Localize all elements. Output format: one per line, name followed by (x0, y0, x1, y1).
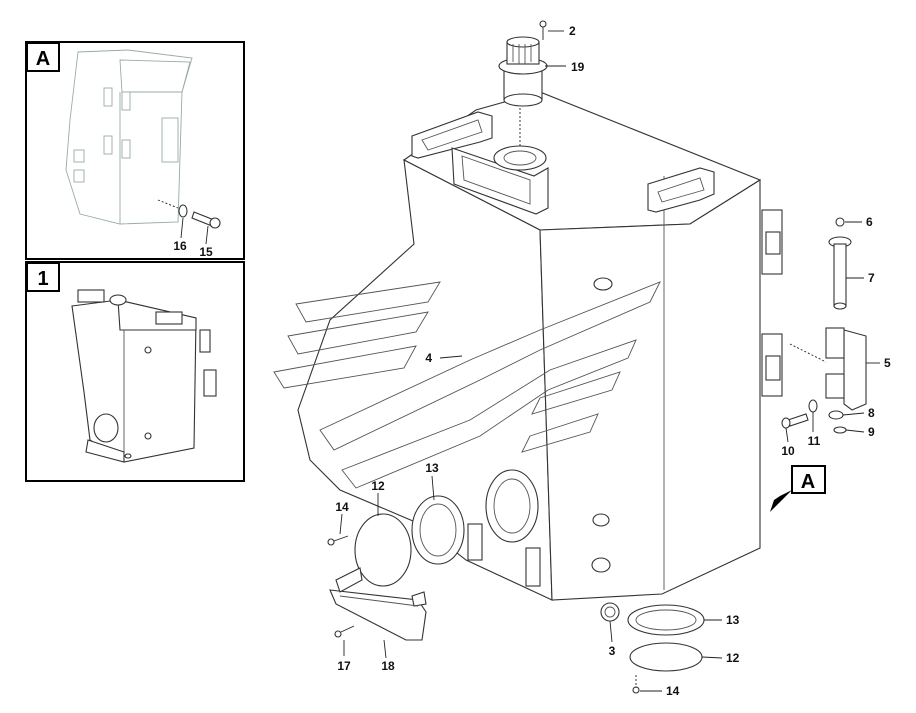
section-arrow-a: A (770, 465, 826, 512)
hinge-washer (828, 410, 844, 420)
hinge-bracket (789, 327, 867, 411)
tank-port-top (593, 277, 613, 291)
screw-bottom (632, 675, 640, 694)
callout-15: 15 (199, 245, 213, 259)
decal-stripes (273, 281, 661, 489)
leader-16 (180, 217, 184, 239)
callout-14-front: 14 (335, 500, 349, 514)
cover-plate-bottom (629, 642, 703, 672)
callouts: 2 19 6 7 5 8 9 10 11 4 13 12 14 17 18 3 … (335, 24, 891, 698)
tank-port-mid (592, 513, 610, 527)
tank-handle-right (647, 167, 715, 213)
detail-view-1-tag-box (26, 262, 60, 292)
step-guard (329, 567, 427, 641)
hinge-pin (828, 236, 852, 310)
detail-a-tank-ghost (65, 49, 193, 225)
filler-flange (493, 145, 547, 171)
callout-10: 10 (781, 444, 795, 458)
callout-7: 7 (868, 271, 875, 285)
section-arrow-tag: A (801, 471, 815, 493)
gasket-bottom (627, 604, 705, 636)
callout-3: 3 (609, 644, 616, 658)
drain-plug (600, 602, 620, 622)
detail-view-1-tag: 1 (37, 268, 48, 290)
tank-side-face (539, 179, 761, 601)
detail-view-a-tag-box (26, 42, 60, 72)
gasket-front (411, 495, 465, 565)
detail-view-a-tag: A (36, 48, 50, 70)
detail-a-bolt (191, 211, 221, 229)
callout-5: 5 (884, 356, 891, 370)
filler-breather (498, 36, 548, 107)
hydraulic-tank (273, 91, 783, 601)
callout-4: 4 (425, 351, 432, 365)
detail-view-1: 1 (25, 261, 245, 482)
callout-16: 16 (173, 239, 187, 253)
callout-6: 6 (866, 215, 873, 229)
callout-13-front: 13 (425, 461, 439, 475)
callout-12-bottom: 12 (726, 651, 740, 665)
section-arrow-pointer (770, 490, 792, 512)
detail-a-washer (157, 199, 188, 218)
callout-19: 19 (571, 60, 585, 74)
callout-18: 18 (381, 659, 395, 673)
tank-port-drain (591, 557, 611, 573)
screw-front (327, 535, 349, 546)
callout-8: 8 (868, 406, 875, 420)
hinge-bolt (781, 413, 809, 429)
cover-plate-front (354, 513, 412, 587)
hinge-lock-washer (808, 399, 818, 413)
leader-lines (339, 30, 880, 692)
hinge-pin-cap (835, 217, 845, 227)
callout-14-bottom: 14 (666, 684, 680, 698)
callout-13-bottom: 13 (726, 613, 740, 627)
detail-1-tank-iso (71, 289, 217, 463)
tank-handle-center (451, 147, 549, 215)
detail-view-a: A 16 15 (25, 41, 245, 260)
tank-bracket-right (525, 547, 541, 587)
callout-17: 17 (337, 659, 351, 673)
leader-15 (205, 225, 209, 245)
tank-handle-left (411, 111, 493, 159)
callout-2: 2 (569, 24, 576, 38)
hinge-nut (833, 426, 847, 434)
step-screw (334, 625, 355, 638)
tank-bracket-left (467, 523, 483, 561)
breather-screw (539, 20, 547, 40)
callout-9: 9 (868, 425, 875, 439)
section-arrow-tag-box (791, 465, 826, 494)
callout-12-front: 12 (371, 479, 385, 493)
callout-11: 11 (808, 434, 821, 448)
